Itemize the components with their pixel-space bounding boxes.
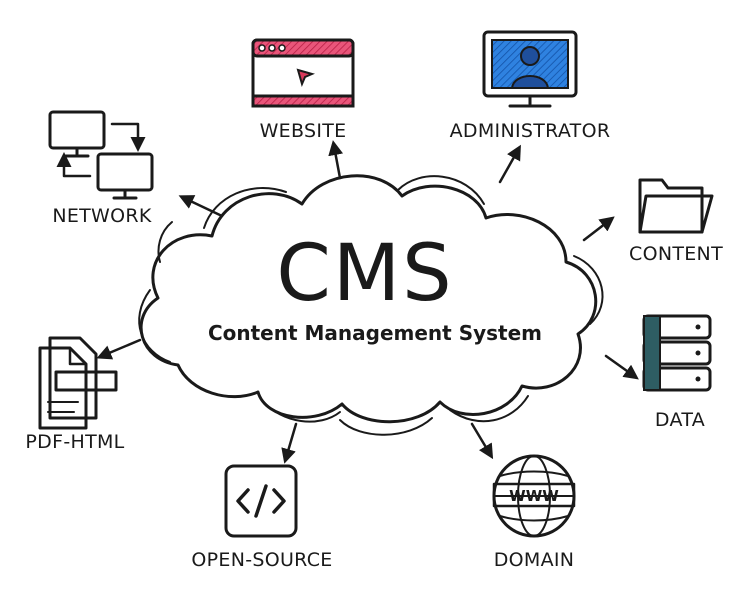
- folder-icon: [638, 178, 714, 234]
- node-website: WEBSITE: [251, 38, 355, 142]
- data-label: DATA: [655, 409, 705, 431]
- node-open-source: OPEN-SOURCE: [191, 464, 332, 571]
- content-label: CONTENT: [629, 243, 723, 265]
- network-label: NETWORK: [52, 205, 152, 227]
- arrow-open-source: [281, 422, 298, 464]
- server-stack-icon: [642, 314, 712, 392]
- pdf-html-label: PDF-HTML: [25, 431, 124, 453]
- website-label: WEBSITE: [260, 120, 347, 142]
- code-icon: [224, 464, 298, 538]
- arrow-data: [604, 354, 639, 380]
- arrow-domain: [470, 422, 494, 460]
- arrow-administrator: [498, 144, 521, 184]
- open-source-label: OPEN-SOURCE: [191, 549, 332, 571]
- node-network: NETWORK: [48, 110, 154, 227]
- arrow-network: [178, 195, 224, 218]
- node-pdf-html: PDF-HTML: [25, 336, 124, 453]
- arrow-content: [582, 216, 615, 242]
- node-administrator: ADMINISTRATOR: [450, 30, 611, 142]
- administrator-label: ADMINISTRATOR: [450, 120, 611, 142]
- network-computers-icon: [48, 110, 154, 200]
- svg-text:WWW: WWW: [509, 487, 559, 505]
- www-globe-icon: WWW: [492, 454, 576, 538]
- domain-label: DOMAIN: [494, 549, 575, 571]
- user-monitor-icon: [482, 30, 578, 108]
- browser-window-icon: [251, 38, 355, 108]
- cms-subtitle: Content Management System: [208, 321, 542, 345]
- cms-title: CMS: [276, 229, 453, 319]
- arrows: [96, 140, 639, 464]
- arrow-website: [328, 140, 344, 180]
- node-domain: WWW DOMAIN: [492, 454, 576, 571]
- node-content: CONTENT: [629, 178, 723, 265]
- node-data: DATA: [642, 314, 712, 431]
- cloud: [138, 174, 604, 436]
- document-icon: [38, 336, 118, 430]
- arrow-pdf-html: [96, 338, 142, 360]
